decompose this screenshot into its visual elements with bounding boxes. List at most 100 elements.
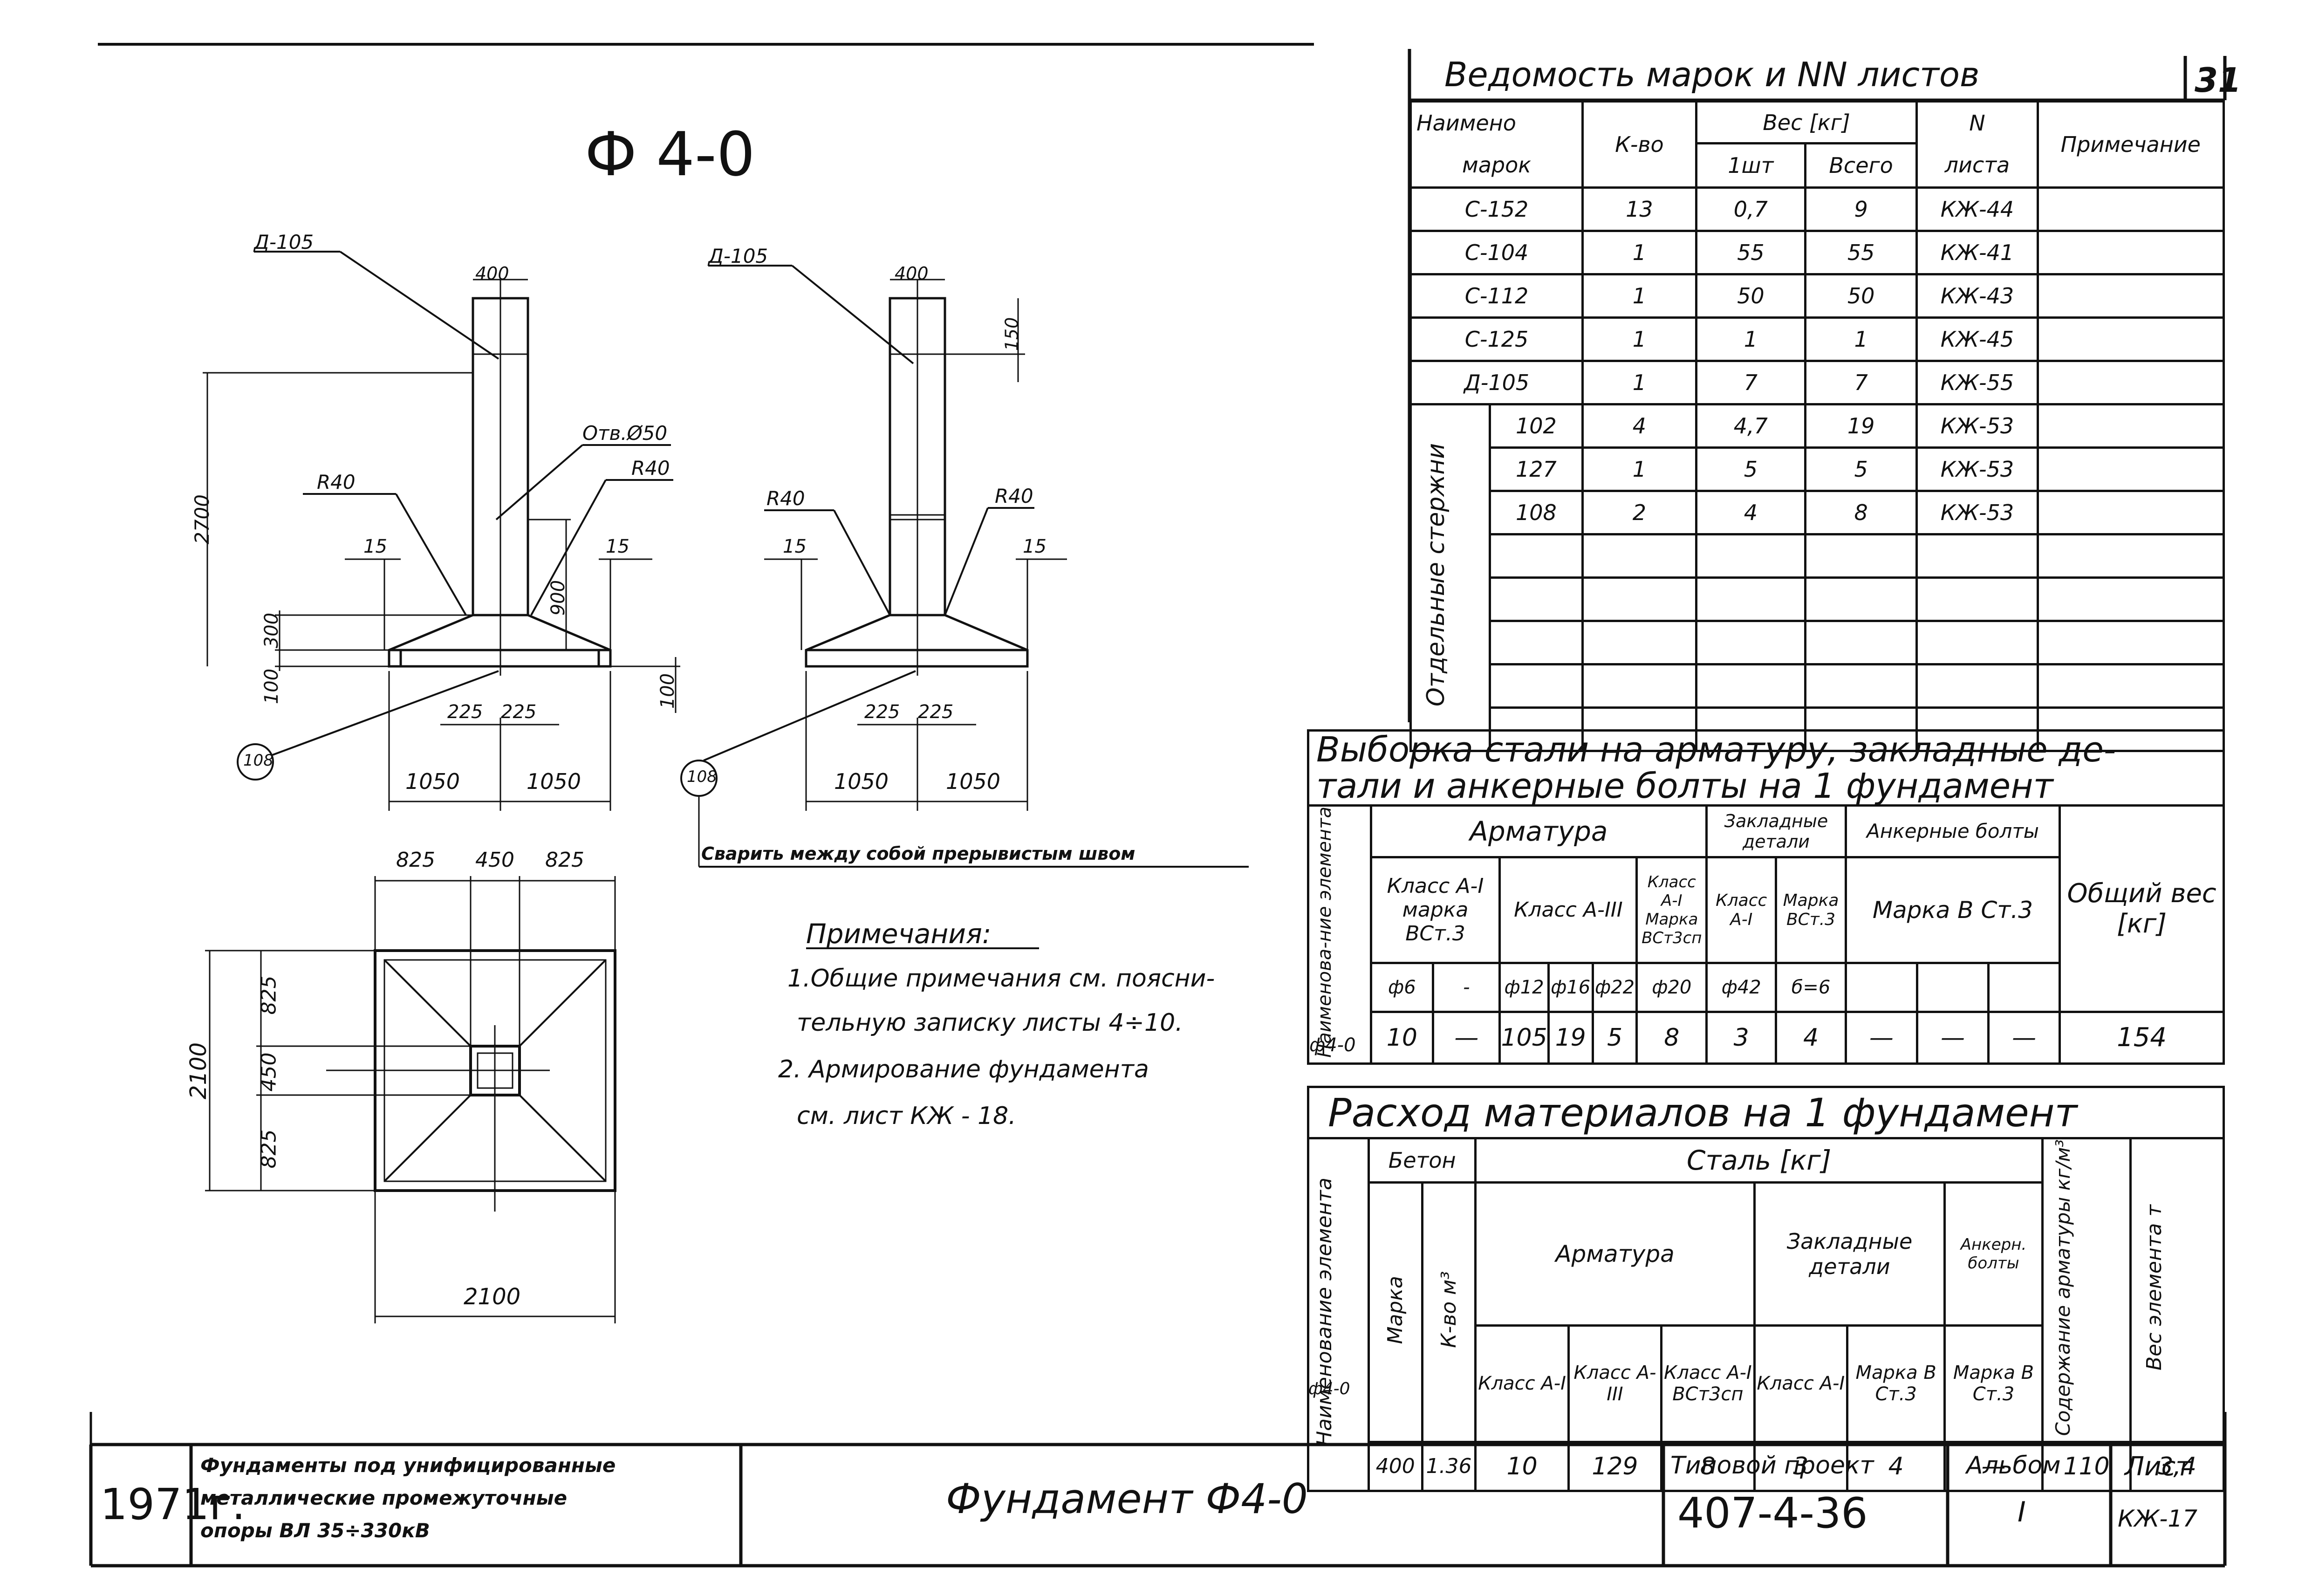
bar-sheet: КЖ-53: [1915, 446, 2039, 492]
right-dim-225-b: 225: [918, 701, 954, 723]
material-cell: 8: [1660, 1440, 1756, 1492]
hole-label: Отв.Ø50: [582, 422, 668, 445]
right-callout-label: Д-105: [708, 245, 768, 267]
steel-header-an-mark: Марка В Ст.3: [1844, 856, 2061, 964]
mark-weight-one: 7: [1695, 360, 1806, 405]
steel-header-armatura: Арматура: [1369, 804, 1708, 858]
plan-view: [205, 876, 616, 1323]
table-row: 127 1 5 5 КЖ-53: [1411, 446, 2225, 492]
material-cell-marka: 400: [1367, 1440, 1423, 1492]
mark-weight-one: 0,7: [1695, 186, 1806, 232]
steel-header-anker: Анкерные болты: [1844, 804, 2061, 858]
mark-name: Д-105: [1409, 360, 1584, 405]
steel-plate-6: б=6: [1775, 961, 1847, 1014]
left-dim-1050-a: 1050: [405, 769, 460, 794]
mark-note: [2036, 273, 2225, 319]
table-row: С-125 1 1 1 КЖ-45: [1409, 316, 2225, 362]
bar-sheet: КЖ-53: [1915, 490, 2039, 535]
left-dim-15-a: 15: [363, 536, 387, 557]
mark-qty: 1: [1581, 230, 1697, 275]
right-mark-108: 108: [687, 767, 717, 786]
title-name: Фундамент Ф4-0: [946, 1475, 1308, 1523]
mark-sheet: КЖ-43: [1915, 273, 2039, 319]
dim-150: 150: [1001, 317, 1022, 351]
marks-header-sheet: листа: [1915, 143, 2039, 189]
title-project-label: Типовой проект: [1670, 1452, 1874, 1480]
mark-note: [2036, 360, 2225, 405]
bar-name: 102: [1488, 403, 1584, 449]
material-header-c1: Класс А-I: [1474, 1324, 1570, 1443]
material-header-c4: Класс А-I: [1753, 1324, 1848, 1443]
steel-diam-22: ф22: [1591, 961, 1638, 1014]
bar-qty: 2: [1581, 490, 1697, 535]
table-row: С-112 1 50 50 КЖ-43: [1409, 273, 2225, 319]
mark-weight-total: 55: [1804, 230, 1918, 275]
marks-header-one: 1шт: [1695, 142, 1806, 189]
plan-dim-825-top-a: 825: [396, 848, 435, 872]
steel-cell: —: [1844, 1011, 1918, 1065]
left-dim-15-b: 15: [606, 536, 629, 557]
steel-diam-12: ф12: [1498, 961, 1550, 1014]
bars-group-label: Отдельные стержни: [1409, 403, 1491, 752]
mark-weight-one: 55: [1695, 230, 1806, 275]
main-title: Ф 4-0: [585, 119, 755, 190]
mark-weight-one: 1: [1695, 316, 1806, 362]
dim-300: 300: [261, 612, 283, 649]
steel-cell: 3: [1705, 1011, 1778, 1065]
table-row: 10 — 105 19 5 8 3 4 — — — 154: [1308, 1011, 2225, 1065]
steel-diam-16: ф16: [1547, 961, 1594, 1014]
mark-sheet: КЖ-41: [1915, 230, 2039, 275]
left-dim-1050-b: 1050: [527, 769, 581, 794]
material-header-c6: Марка В Ст.3: [1943, 1324, 2044, 1443]
table-row: Отдельные стержни 102 4 4,7 19 КЖ-53: [1409, 403, 2225, 752]
mark-qty: 1: [1581, 273, 1697, 319]
marks-table: Наимено К-во Вес [кг] N Примечание марок…: [1409, 100, 2225, 752]
steel-cell: 5: [1591, 1011, 1638, 1065]
steel-cell: —: [1432, 1011, 1501, 1065]
title-project-number: 407-4-36: [1677, 1489, 1868, 1538]
material-header-weight: Вес элемента т: [2129, 1137, 2225, 1443]
mark-name: С-104: [1409, 230, 1584, 275]
mark-weight-total: 9: [1804, 186, 1918, 232]
steel-header-elem: Наименова-ние элемента: [1307, 804, 1372, 1065]
steel-header-class-a1: Класс А-I марка ВСт.3: [1369, 856, 1501, 964]
material-header-zakl: Закладные детали: [1753, 1181, 1946, 1327]
notes-line-4: см. лист КЖ - 18.: [797, 1102, 1016, 1130]
steel-header-class-a3: Класс А-III: [1498, 856, 1638, 964]
table-row: 108 2 4 8 КЖ-53: [1411, 490, 2225, 535]
empty-row: [1411, 663, 2225, 709]
steel-header-zakl: Закладные детали: [1705, 804, 1847, 858]
left-r40-a: R40: [317, 471, 356, 493]
bar-weight-one: 5: [1695, 446, 1806, 492]
title-album-label: Альбом: [1966, 1452, 2061, 1480]
steel-cell: 8: [1635, 1011, 1708, 1065]
mark-sheet: КЖ-44: [1915, 186, 2039, 232]
left-dim-100: 100: [261, 668, 283, 705]
marks-header-note: Примечание: [2036, 100, 2225, 189]
steel-diam-20: ф20: [1635, 961, 1708, 1014]
steel-header-class-a1b: Класс А-I Марка ВСт3сп: [1635, 856, 1708, 964]
weld-note: Сварить между собой прерывистым швом: [701, 843, 1135, 864]
mark-note: [2036, 230, 2225, 275]
steel-header-total: Общий вес [кг]: [2059, 804, 2225, 1014]
steel-cell: —: [1987, 1011, 2061, 1065]
left-dim-225-b: 225: [501, 701, 537, 723]
steel-title-line-1: Выборка стали на арматуру, закладные де-: [1316, 730, 2116, 770]
marks-table-title: Ведомость марок и NN листов: [1444, 55, 1980, 94]
steel-cell: —: [1915, 1011, 1990, 1065]
mark-sheet: КЖ-55: [1915, 360, 2039, 405]
material-cell: 129: [1567, 1440, 1663, 1492]
title-year: 1971г.: [100, 1480, 246, 1529]
material-table-title: Расход материалов на 1 фундамент: [1307, 1086, 2225, 1139]
steel-cell: 4: [1775, 1011, 1847, 1065]
dim-900: 900: [547, 580, 569, 616]
steel-title-line-2: тали и анкерные болты на 1 фундамент: [1316, 766, 2053, 806]
plan-dim-825-side-a: 825: [257, 975, 281, 1015]
right-r40-a: R40: [766, 487, 805, 510]
dim-2700: 2700: [190, 494, 213, 544]
bar-sheet: КЖ-53: [1915, 403, 2039, 449]
notes-line-1: 1.Общие примечания см. поясни-: [787, 965, 1215, 993]
mark-weight-one: 50: [1695, 273, 1806, 319]
mark-weight-total: 1: [1804, 316, 1918, 362]
title-sheet-label: Лист: [2125, 1452, 2191, 1482]
